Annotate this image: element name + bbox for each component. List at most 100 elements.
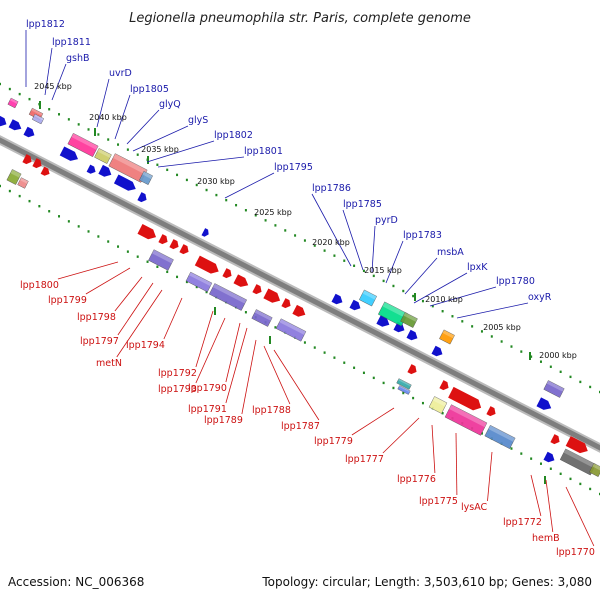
gene-feature-box (31, 113, 45, 125)
leader-line (44, 47, 53, 96)
tick-dot (156, 163, 159, 166)
tick-dot (323, 351, 326, 354)
tick-dot (126, 250, 129, 253)
gene-feature-box (428, 396, 448, 414)
accession-text: Accession: NC_006368 (8, 575, 144, 589)
gene-feature-box (108, 153, 148, 183)
tick-dot (579, 380, 582, 384)
scale-label: 2025 kbp (254, 208, 292, 217)
gene-label: lpp1798 (77, 312, 116, 323)
forward-gene-arrow (292, 304, 306, 317)
forward-gene-arrow (550, 434, 560, 445)
gene-label: lpp1777 (345, 454, 384, 465)
tick-dot (589, 385, 592, 389)
tick-dot (48, 108, 51, 111)
tick-dot (520, 350, 523, 353)
tick-dot (146, 260, 149, 263)
leader-line (126, 109, 160, 145)
tick-dot (38, 204, 41, 208)
tick-dot (185, 178, 188, 182)
scale-label: 2035 kbp (141, 145, 179, 154)
gene-feature-box (439, 329, 455, 345)
forward-gene-arrow (179, 244, 189, 255)
leader-line (224, 172, 275, 199)
leader-line (116, 289, 163, 358)
tick-dot (510, 447, 513, 450)
gene-label: lpp1791 (188, 404, 227, 415)
gene-label: lpp1800 (20, 280, 59, 291)
gene-label: msbA (437, 247, 464, 258)
reverse-gene-arrow (113, 174, 136, 191)
tick-dot (18, 194, 21, 198)
leader-line (114, 276, 143, 312)
leader-line (132, 125, 189, 152)
leader-line (114, 94, 131, 140)
gene-label: lpp1789 (204, 415, 243, 426)
gene-label: lpp1801 (244, 146, 283, 157)
gene-label: lpp1785 (343, 199, 382, 210)
gene-label: lpp1776 (397, 474, 436, 485)
tick-dot (195, 183, 198, 187)
gene-label: lpxK (467, 262, 488, 273)
tick-dot (97, 133, 100, 136)
gene-label: lpp1797 (80, 336, 119, 347)
forward-gene-arrow (22, 154, 32, 165)
tick-dot (97, 235, 100, 238)
forward-gene-arrow (565, 436, 588, 454)
major-tick (414, 293, 416, 301)
tick-dot (392, 386, 395, 390)
gene-label: lpp1786 (312, 183, 351, 194)
tick-dot (58, 215, 61, 218)
tick-dot (412, 294, 415, 298)
gene-feature-box (444, 404, 488, 436)
gene-label: lpp1779 (314, 436, 353, 447)
gene-label: glyQ (159, 99, 181, 110)
tick-dot (48, 210, 51, 213)
tick-dot (510, 345, 513, 348)
tick-dot (294, 234, 297, 237)
lower-gene-labels: lpp1800lpp1799lpp1798lpp1797metNlpp1794l… (20, 280, 595, 558)
forward-gene-arrow (439, 380, 449, 391)
leader-line (51, 63, 67, 101)
tick-dot (126, 148, 129, 151)
leader-line (163, 297, 183, 340)
forward-gene-arrow (137, 223, 157, 240)
scale-label: 2020 kbp (312, 238, 350, 247)
tick-dot (490, 335, 493, 338)
leader-line (311, 193, 352, 267)
leader-line (195, 317, 226, 384)
tick-dot (559, 472, 562, 476)
leader-line (429, 286, 497, 307)
gene-label: lpp1783 (403, 230, 442, 241)
gene-label: lpp1793 (158, 384, 197, 395)
leader-line (96, 78, 110, 128)
major-tick (544, 476, 546, 484)
tick-dot (87, 128, 90, 131)
tick-dot (372, 274, 375, 278)
gene-feature-box (139, 171, 153, 185)
leader-line (157, 156, 245, 168)
topology-text: Topology: circular; Length: 3,503,610 bp… (261, 575, 592, 589)
leader-line (385, 240, 404, 284)
reverse-gene-arrow (543, 451, 555, 463)
forward-gene-arrow (32, 158, 42, 169)
major-tick (147, 156, 149, 164)
gene-feature-box (185, 271, 213, 293)
tick-dot (28, 199, 31, 203)
forward-gene-arrow (281, 298, 291, 309)
tick-dot (0, 82, 1, 86)
tick-dot (353, 264, 356, 267)
major-tick (214, 307, 216, 315)
tick-dot (303, 341, 306, 344)
reverse-gene-arrow (536, 397, 552, 410)
reverse-gene-arrow (331, 293, 343, 305)
leader-line (225, 322, 241, 383)
gene-feature-box (251, 309, 273, 327)
tick-dot (313, 346, 316, 349)
tick-dot (402, 391, 405, 395)
tick-dot (480, 432, 483, 435)
tick-dot (264, 219, 267, 222)
gene-label: hemB (532, 533, 560, 544)
gene-feature-box (17, 177, 29, 189)
